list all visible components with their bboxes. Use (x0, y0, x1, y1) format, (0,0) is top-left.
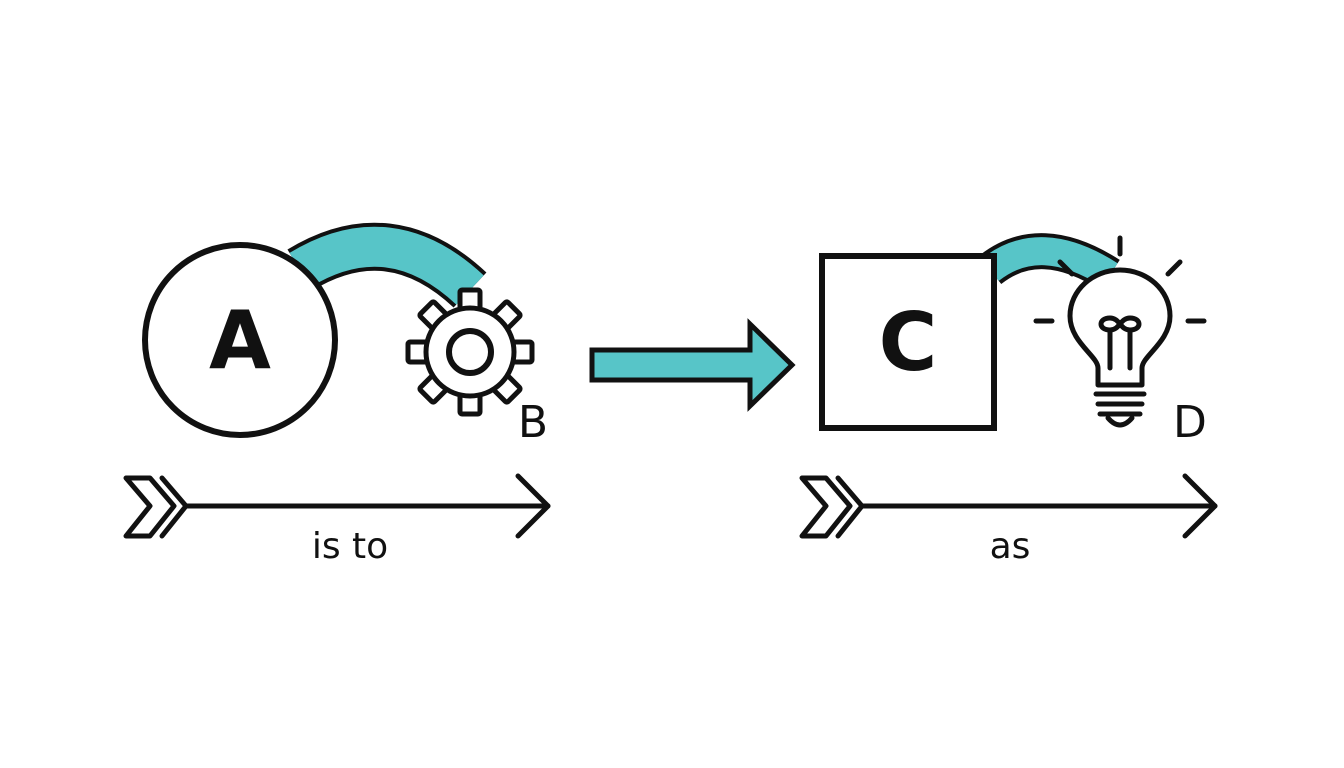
term-b-label: B (518, 397, 548, 448)
left-pair: A B is to (123, 222, 551, 567)
teal-arrow-right-icon (589, 318, 796, 412)
connector-label-is-to: is to (312, 526, 388, 567)
term-c-label: C (879, 296, 938, 389)
relation-arrow-right (799, 473, 1218, 539)
arrowhead-icon (515, 473, 551, 539)
chevron-tail-icon (799, 475, 853, 539)
arrowhead-icon (1182, 473, 1218, 539)
curved-connector-c-d (978, 233, 1120, 291)
term-d-label: D (1173, 397, 1207, 448)
term-a-circle: A (142, 242, 338, 438)
term-c-square: C (819, 253, 997, 431)
curved-connector-a-b (287, 222, 487, 308)
term-a-label: A (209, 294, 271, 387)
light-bulb-icon (1033, 235, 1207, 428)
right-pair: C D as (799, 233, 1218, 567)
relation-arrow-left (123, 473, 551, 539)
chevron-tail-icon (123, 475, 177, 539)
gear-icon (405, 287, 535, 417)
connector-label-as: as (990, 526, 1031, 567)
